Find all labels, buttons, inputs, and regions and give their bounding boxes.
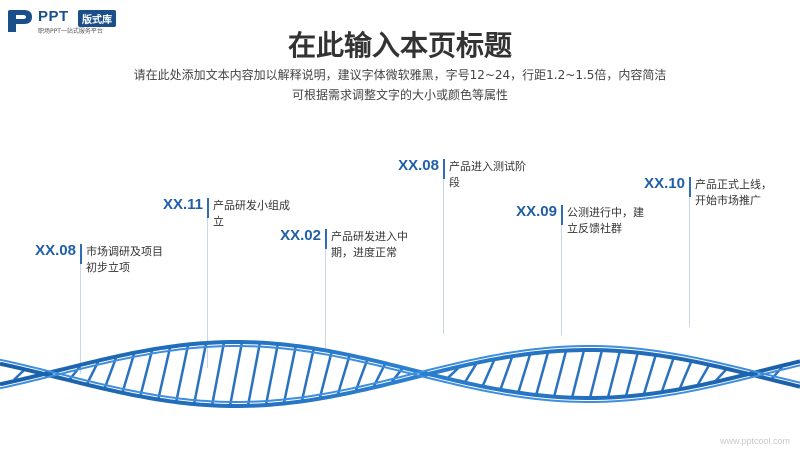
milestone-text: 产品正式上线，开始市场推广 bbox=[695, 178, 772, 207]
helix-rung bbox=[480, 360, 496, 388]
helix-strand-a-inner bbox=[0, 345, 800, 403]
helix-rung bbox=[228, 341, 244, 407]
milestone-text: 公测进行中，建立反馈社群 bbox=[567, 206, 644, 235]
subtitle-line-1: 请在此处添加文本内容加以解释说明，建议字体微软雅黑，字号12~24，行距1.2~… bbox=[133, 68, 667, 82]
logo-tagline: 职场PPT一站式服务平台 bbox=[38, 28, 103, 35]
milestone-date: XX.02 bbox=[280, 227, 321, 244]
milestone-date: XX.08 bbox=[35, 242, 76, 259]
helix-rung bbox=[246, 342, 262, 406]
watermark: www.pptcool.com bbox=[719, 436, 790, 446]
helix-rung bbox=[120, 353, 136, 395]
helix-rung bbox=[534, 352, 550, 396]
milestone-text: 产品研发进入中期，进度正常 bbox=[331, 230, 408, 259]
helix-rung bbox=[606, 350, 622, 398]
helix-rung bbox=[156, 347, 172, 401]
helix-rung bbox=[264, 343, 280, 405]
logo-name: PPT bbox=[38, 8, 69, 25]
milestone-date: XX.10 bbox=[644, 175, 685, 192]
logo-badge: 版式库 bbox=[78, 10, 116, 27]
helix-rung bbox=[192, 343, 208, 405]
milestone-date: XX.08 bbox=[398, 157, 439, 174]
helix-rung bbox=[318, 350, 334, 398]
helix-rung bbox=[696, 362, 712, 386]
helix-rung bbox=[570, 349, 586, 399]
helix-rung bbox=[678, 359, 694, 389]
subtitle-line-2: 可根据需求调整文字的大小或颜色等属性 bbox=[291, 88, 508, 102]
helix-rung bbox=[282, 344, 298, 404]
helix-strand-b-inner bbox=[0, 345, 800, 403]
helix-rung bbox=[624, 351, 640, 397]
helix-rung bbox=[336, 353, 352, 395]
helix-rung bbox=[174, 344, 190, 404]
logo: PPT 版式库 职场PPT一站式服务平台 bbox=[6, 8, 156, 35]
milestone-text: 产品研发小组成立 bbox=[213, 199, 290, 228]
helix-strand-a bbox=[0, 340, 800, 400]
milestone-text: 市场调研及项目初步立项 bbox=[86, 245, 163, 274]
milestone-date: XX.09 bbox=[516, 203, 557, 220]
helix-strand-b bbox=[0, 348, 800, 408]
helix-rung bbox=[498, 356, 514, 392]
helix-rung bbox=[210, 342, 226, 406]
helix-rung bbox=[588, 349, 604, 399]
page-title: 在此输入本页标题 bbox=[287, 29, 512, 62]
helix-rung bbox=[660, 356, 676, 392]
helix-rung bbox=[138, 350, 154, 398]
helix-rung bbox=[642, 353, 658, 395]
helix-rung bbox=[462, 363, 478, 385]
logo-mark-icon bbox=[8, 10, 32, 32]
helix-rung bbox=[516, 354, 532, 394]
helix-rung bbox=[552, 350, 568, 398]
helix-rung bbox=[300, 347, 316, 401]
milestone-date: XX.11 bbox=[162, 196, 203, 213]
milestone-text: 产品进入测试阶段 bbox=[449, 160, 526, 189]
